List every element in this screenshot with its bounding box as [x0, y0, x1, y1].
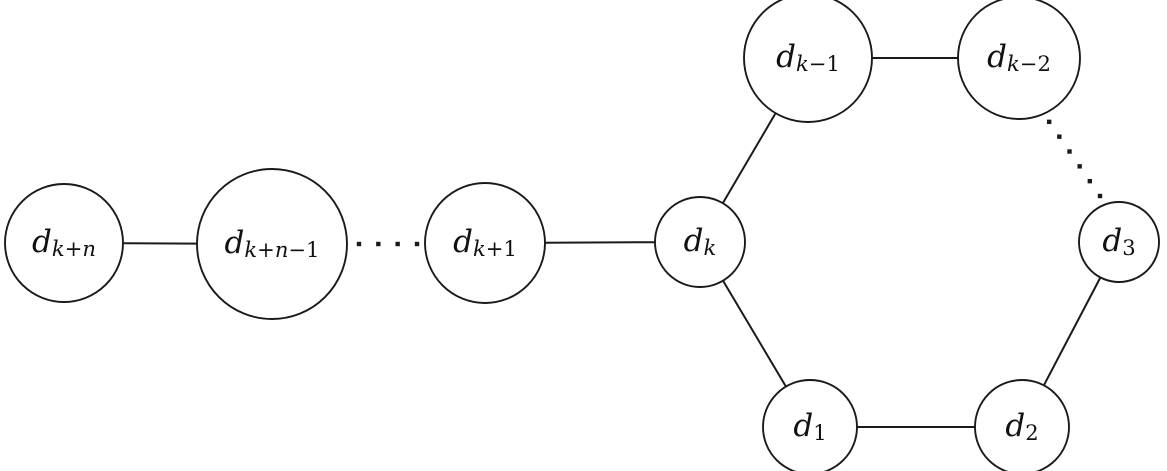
edge-dk1-dk [544, 241, 656, 244]
node-d-k-plus-1-label: dk+1 [453, 224, 517, 261]
ellipsis-dot [1057, 134, 1062, 139]
node-d-3[interactable]: d3 [1078, 201, 1160, 283]
ellipsis-dot [1077, 164, 1082, 169]
node-d-k-plus-n[interactable]: dk+n [4, 183, 124, 303]
node-d-k-plus-n-minus-1[interactable]: dk+n−1 [196, 168, 348, 320]
ellipsis-dot [376, 241, 381, 247]
node-d-1-circle[interactable] [762, 379, 858, 471]
dotted-path-chain [356, 241, 420, 247]
node-d-1-label: d1 [793, 408, 826, 445]
node-d-k-plus-n-minus-1-circle[interactable] [196, 168, 348, 320]
node-d-2[interactable]: d2 [974, 379, 1070, 471]
edge-d2-d3 [1042, 276, 1102, 387]
node-d-k-plus-n-circle[interactable] [4, 183, 124, 303]
node-d-1[interactable]: d1 [762, 379, 858, 471]
node-d-k-circle[interactable] [654, 196, 746, 288]
node-d-k-plus-1[interactable]: dk+1 [424, 182, 546, 304]
ellipsis-dot [356, 241, 362, 247]
node-d-k-minus-2-circle[interactable] [957, 0, 1081, 120]
node-d-3-label: d3 [1102, 223, 1135, 260]
node-d-3-circle[interactable] [1078, 201, 1160, 283]
node-d-k-minus-1-circle[interactable] [743, 0, 873, 123]
ellipsis-dot [1097, 193, 1103, 199]
node-d-2-circle[interactable] [974, 379, 1070, 471]
ellipsis-dot [414, 241, 420, 247]
node-d-k[interactable]: dk [654, 196, 746, 288]
ellipsis-dot [395, 241, 400, 247]
node-d-k-minus-2[interactable]: dk−2 [957, 0, 1081, 120]
node-d-k-plus-n-label: dk+n [32, 224, 96, 261]
node-d-k-minus-1[interactable]: dk−1 [743, 0, 873, 123]
edge-dk-dkm1 [721, 112, 777, 205]
edge-layer [122, 57, 1102, 428]
node-layer: dk+n dk+n−1 dk+1 dk dk−1 dk−2 d3 d2 d1 [4, 0, 1160, 471]
node-d-k-plus-n-minus-1-label: dk+n−1 [225, 225, 320, 262]
node-d-k-label: dk [684, 223, 717, 260]
node-d-k-plus-1-circle[interactable] [424, 182, 546, 304]
ellipsis-dot [1087, 178, 1093, 184]
node-d-2-label: d2 [1005, 408, 1038, 445]
ellipsis-dot [1046, 119, 1052, 125]
edge-dk-d1 [721, 279, 788, 388]
node-d-k-minus-2-label: dk−2 [987, 39, 1051, 76]
dotted-path-cycle [1036, 104, 1103, 199]
ellipsis-dot [1067, 149, 1072, 154]
node-d-k-minus-1-label: dk−1 [776, 39, 840, 76]
